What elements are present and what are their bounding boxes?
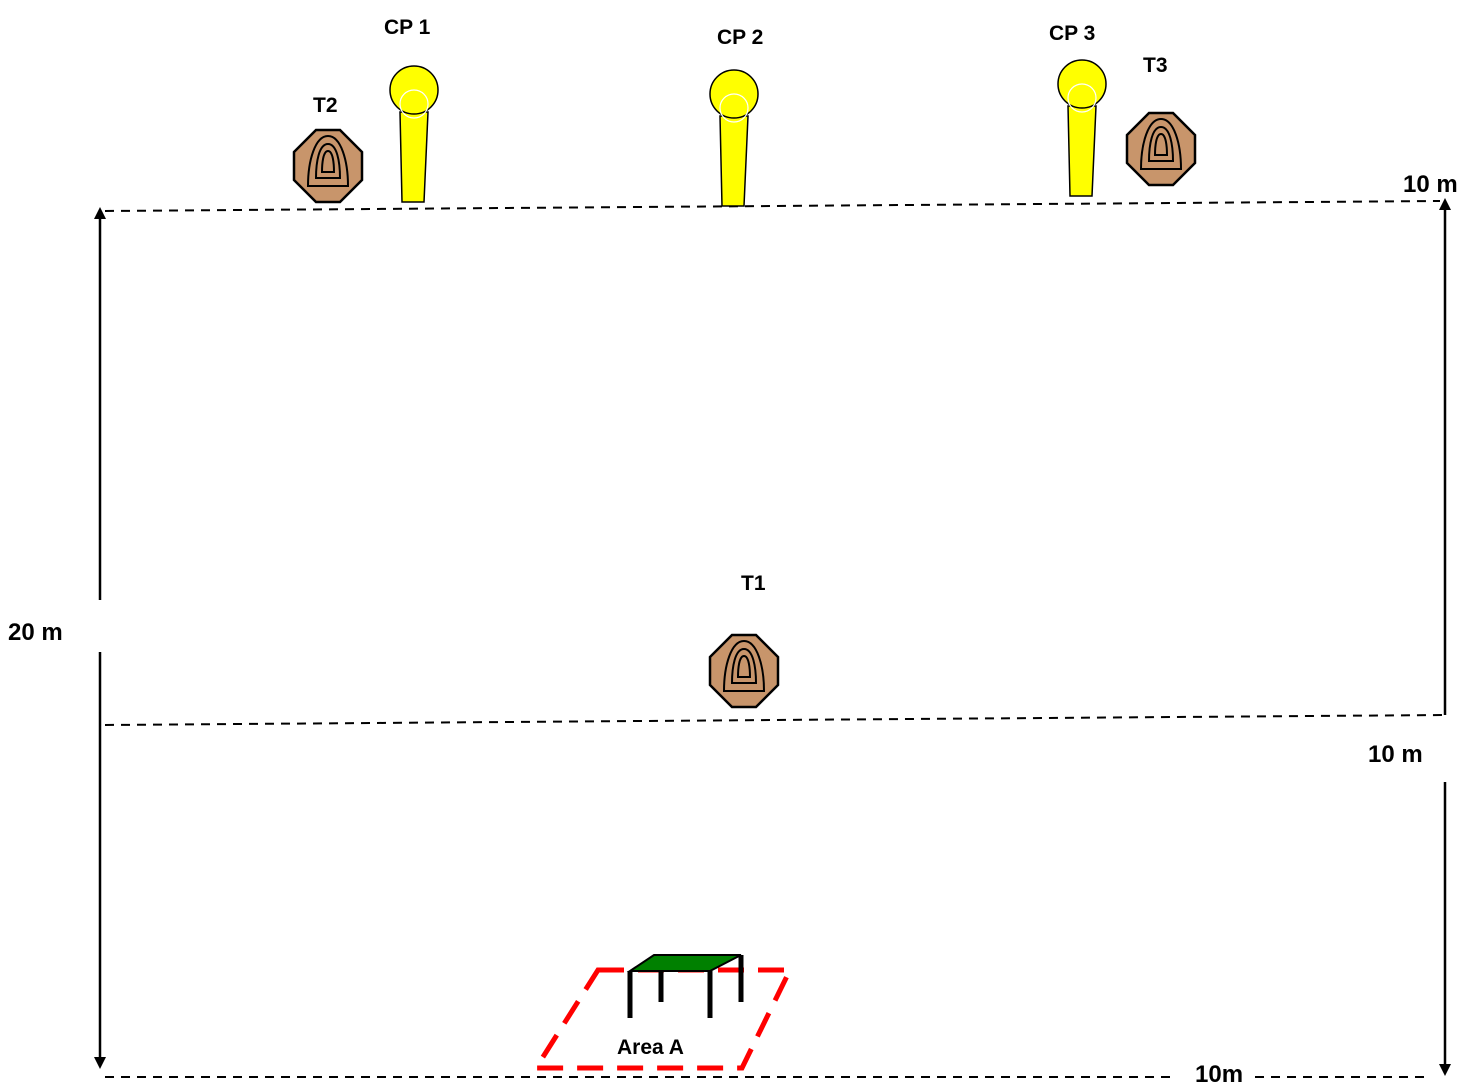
paper-target-t1: T1 bbox=[708, 572, 780, 709]
popper-cp3: CP 3 bbox=[1049, 22, 1107, 197]
table-icon bbox=[626, 954, 744, 1018]
popper-cp1: CP 1 bbox=[384, 16, 439, 203]
area-label: Area A bbox=[617, 1036, 684, 1059]
popper-icon bbox=[389, 65, 439, 203]
shooting-area-a: Area A bbox=[531, 954, 795, 1071]
target-label-t2: T2 bbox=[313, 94, 338, 117]
paper-target-t2: T2 bbox=[292, 94, 364, 204]
total-distance-label: 20 m bbox=[8, 619, 63, 646]
lower-segment-label: 10 m bbox=[1368, 741, 1423, 768]
popper-label-cp1: CP 1 bbox=[384, 16, 431, 39]
paper-target-t3: T3 bbox=[1125, 54, 1197, 187]
target-label-t1: T1 bbox=[741, 572, 766, 595]
paper-target-icon bbox=[708, 633, 780, 709]
upper-segment-label: 10 m bbox=[1403, 171, 1458, 198]
far-boundary-line bbox=[104, 200, 1441, 212]
popper-icon bbox=[709, 69, 759, 207]
mid-boundary-line bbox=[104, 714, 1446, 726]
popper-label-cp3: CP 3 bbox=[1049, 22, 1095, 45]
popper-cp2: CP 2 bbox=[709, 26, 763, 207]
popper-label-cp2: CP 2 bbox=[717, 26, 763, 49]
paper-target-icon bbox=[292, 128, 364, 204]
target-label-t3: T3 bbox=[1143, 54, 1168, 77]
area-outline bbox=[531, 967, 795, 1071]
popper-icon bbox=[1057, 59, 1107, 197]
width-label: 10m bbox=[1195, 1061, 1243, 1084]
paper-target-icon bbox=[1125, 111, 1197, 187]
